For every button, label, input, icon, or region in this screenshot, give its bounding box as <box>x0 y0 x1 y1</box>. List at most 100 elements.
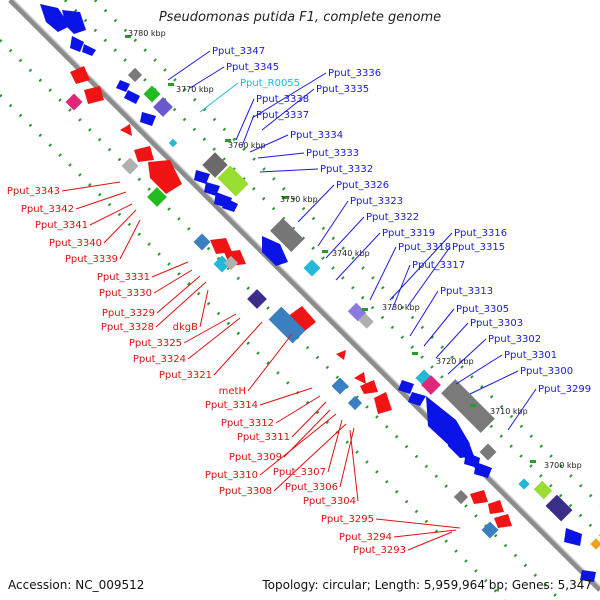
gene-label[interactable]: Pput_3338 <box>256 94 309 105</box>
gene-arrow <box>116 80 130 92</box>
label-connector <box>275 395 321 424</box>
gene-label[interactable]: Pput_3336 <box>328 68 381 79</box>
label-connector <box>423 308 455 347</box>
gene-label[interactable]: Pput_3335 <box>316 84 369 95</box>
gene-label[interactable]: Pput_3305 <box>456 304 509 315</box>
gene-label[interactable]: Pput_3299 <box>538 384 591 395</box>
gene-arrow <box>70 66 90 84</box>
label-connector <box>213 321 263 376</box>
label-connector <box>327 419 343 473</box>
gene-label[interactable]: Pput_3339 <box>65 254 118 265</box>
label-connector <box>259 168 319 173</box>
gene-label[interactable]: Pput_3315 <box>452 242 505 253</box>
label-connector <box>261 88 315 131</box>
label-connector <box>325 216 365 259</box>
kbp-tick-label: 3770 kbp <box>176 85 214 94</box>
gene-label[interactable]: Pput_3329 <box>102 308 155 319</box>
gene-label[interactable]: Pput_3347 <box>212 46 265 57</box>
gene-label[interactable]: Pput_3311 <box>237 432 290 443</box>
gene-label[interactable]: Pput_3332 <box>320 164 373 175</box>
gene-label[interactable]: Pput_3334 <box>290 130 343 141</box>
label-connector <box>447 338 487 375</box>
kbp-tick-label: 3780 kbp <box>128 29 166 38</box>
gene-label[interactable]: Pput_3330 <box>99 288 152 299</box>
gene-block <box>590 538 600 550</box>
gene-block <box>331 377 349 395</box>
kbp-tick-label: 3700 kbp <box>544 461 582 470</box>
gene-label[interactable]: Pput_3317 <box>412 260 465 271</box>
label-connector <box>291 401 327 438</box>
label-connector <box>251 72 327 119</box>
gene-block <box>65 93 83 111</box>
gene-label[interactable]: Pput_3306 <box>285 482 338 493</box>
gene-arrow <box>580 570 596 582</box>
gene-label[interactable]: Pput_3322 <box>366 212 419 223</box>
gene-block <box>545 494 573 522</box>
gene-label[interactable]: Pput_3300 <box>520 366 573 377</box>
gene-label[interactable]: Pput_3316 <box>454 228 507 239</box>
gene-block <box>303 259 321 277</box>
gene-label[interactable]: Pput_3303 <box>470 318 523 329</box>
gene-label[interactable]: Pput_3301 <box>504 350 557 361</box>
gene-block <box>121 157 139 175</box>
gene-label[interactable]: Pput_3331 <box>97 272 150 283</box>
gene-label[interactable]: Pput_3343 <box>7 186 60 197</box>
kbp-tick-label: 3750 kbp <box>280 195 318 204</box>
gene-label[interactable]: Pput_3293 <box>353 545 406 556</box>
label-connector <box>507 388 537 431</box>
gene-label[interactable]: Pput_3313 <box>440 286 493 297</box>
gene-label[interactable]: Pput_3321 <box>159 370 212 381</box>
gene-label[interactable]: Pput_3309 <box>229 452 282 463</box>
gene-label[interactable]: dkgB <box>173 322 198 333</box>
misc-features <box>65 67 600 550</box>
gene-label[interactable]: Pput_3304 <box>303 496 356 507</box>
gene-label[interactable]: Pput_3302 <box>488 334 541 345</box>
gene-label[interactable]: Pput_3295 <box>321 514 374 525</box>
gene-label[interactable]: Pput_3326 <box>336 180 389 191</box>
gene-label[interactable]: Pput_3294 <box>339 532 392 543</box>
gene-label[interactable]: Pput_3337 <box>256 110 309 121</box>
label-connector <box>407 246 451 307</box>
label-connector <box>103 209 137 244</box>
gene-label[interactable]: Pput_3324 <box>133 354 186 365</box>
gene-label[interactable]: Pput_3340 <box>49 238 102 249</box>
gene-arrow <box>398 380 414 394</box>
left-connectors <box>61 181 461 551</box>
gene-label[interactable]: Pput_3341 <box>35 220 88 231</box>
gene-label[interactable]: Pput_R0055 <box>240 78 300 89</box>
label-connector <box>335 232 381 281</box>
gene-label[interactable]: Pput_3323 <box>350 196 403 207</box>
gene-label[interactable]: Pput_3318 <box>398 242 451 253</box>
gene-label[interactable]: Pput_3314 <box>205 400 258 411</box>
forward-genes <box>40 4 596 582</box>
label-connector <box>187 317 241 360</box>
label-connector <box>409 290 439 337</box>
gene-block <box>518 478 530 490</box>
gene-block <box>143 85 161 103</box>
gene-block <box>481 521 499 539</box>
gene-arrow <box>62 10 86 34</box>
gene-block <box>247 289 267 309</box>
gene-block <box>268 306 306 344</box>
gene-label[interactable]: Pput_3342 <box>21 204 74 215</box>
gene-label[interactable]: Pput_3307 <box>273 467 326 478</box>
gene-label[interactable]: Pput_3345 <box>226 62 279 73</box>
gene-label[interactable]: Pput_3328 <box>101 322 154 333</box>
label-connector <box>247 333 293 392</box>
label-connector <box>235 98 255 141</box>
gene-label[interactable]: Pput_3310 <box>205 470 258 481</box>
gene-block <box>217 165 249 197</box>
label-connector <box>199 289 209 328</box>
label-connector <box>469 370 519 395</box>
gene-label[interactable]: Pput_3333 <box>306 148 359 159</box>
gene-label[interactable]: Pput_3308 <box>219 486 272 497</box>
kbp-tick-label: 3740 kbp <box>332 249 370 258</box>
gene-arrow <box>84 86 104 104</box>
gene-label[interactable]: metH <box>219 386 246 397</box>
gene-label[interactable]: Pput_3319 <box>382 228 435 239</box>
label-connector <box>156 275 201 314</box>
gene-label[interactable]: Pput_3312 <box>221 418 274 429</box>
gene-label[interactable]: Pput_3325 <box>129 338 182 349</box>
label-connector <box>189 66 225 89</box>
